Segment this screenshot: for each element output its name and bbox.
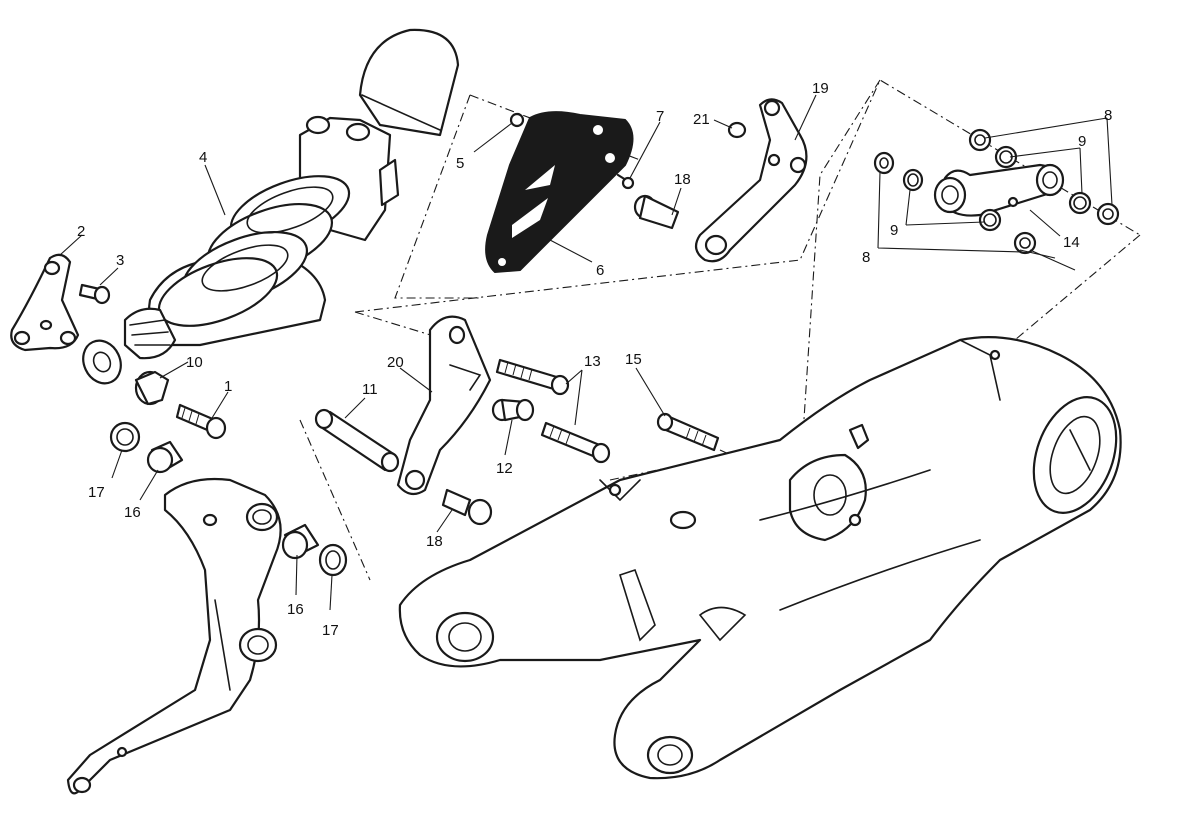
callout-8-upper: 8 xyxy=(1104,107,1112,124)
seal-9-d xyxy=(978,208,1002,232)
washer-8-upper xyxy=(968,128,992,152)
bolt-18-lower xyxy=(441,488,493,526)
callout-15: 15 xyxy=(625,351,642,368)
callout-2: 2 xyxy=(77,223,85,240)
rocker-arm xyxy=(66,477,282,795)
callout-18-upper: 18 xyxy=(674,171,691,188)
tie-rod-14 xyxy=(933,163,1065,217)
seal-9-b xyxy=(902,168,924,192)
spacer-21 xyxy=(727,121,747,139)
callout-8-lower: 8 xyxy=(862,249,870,266)
heel-guard-6 xyxy=(485,111,634,274)
link-20 xyxy=(396,315,492,496)
callout-1: 1 xyxy=(224,378,232,395)
callout-16-lower: 16 xyxy=(287,601,304,618)
seal-9-c xyxy=(1068,191,1092,215)
callout-19: 19 xyxy=(812,80,829,97)
washer-8-lower xyxy=(1013,231,1037,255)
screw-7 xyxy=(616,173,635,190)
seal-17-lower xyxy=(318,543,348,577)
callout-9-upper: 9 xyxy=(1078,133,1086,150)
upper-shock-bracket xyxy=(10,253,80,352)
bolt-13-lower xyxy=(540,421,611,464)
bushing-16-lower xyxy=(281,523,320,560)
callout-7: 7 xyxy=(656,108,664,125)
callout-13: 13 xyxy=(584,353,601,370)
callout-16-upper: 16 xyxy=(124,504,141,521)
callout-9-lower: 9 xyxy=(890,222,898,239)
bolt-3 xyxy=(78,283,111,305)
callout-17-lower: 17 xyxy=(322,622,339,639)
pin-11 xyxy=(314,408,400,473)
spacer-10 xyxy=(134,370,170,406)
callout-6: 6 xyxy=(596,262,604,279)
callout-4: 4 xyxy=(199,149,207,166)
washer-8-left xyxy=(873,151,895,175)
leader-lines xyxy=(59,94,1113,611)
bolt-13-upper xyxy=(495,358,570,396)
callout-5: 5 xyxy=(456,155,464,172)
callout-11: 11 xyxy=(362,381,378,398)
bolt-18-upper xyxy=(633,194,680,230)
callout-3: 3 xyxy=(116,252,124,269)
callout-20: 20 xyxy=(387,354,404,371)
callout-10: 10 xyxy=(186,354,203,371)
callout-labels: 4 2 3 10 1 17 16 16 17 11 20 12 13 15 18… xyxy=(77,80,1112,639)
callout-17-upper: 17 xyxy=(88,484,105,501)
seal-17-upper xyxy=(109,421,141,453)
callout-18-lower: 18 xyxy=(426,533,443,550)
bolt-15 xyxy=(656,412,720,452)
swingarm xyxy=(398,336,1122,780)
bushing-16-upper xyxy=(146,440,184,474)
callout-14: 14 xyxy=(1063,234,1080,251)
seal-9-a xyxy=(994,145,1018,169)
shock-absorber xyxy=(82,28,460,385)
link-19 xyxy=(694,98,808,263)
bolt-1 xyxy=(175,403,227,440)
washer-8-right xyxy=(1096,202,1120,226)
screw-5 xyxy=(509,112,525,128)
callout-12: 12 xyxy=(496,460,513,477)
callout-21: 21 xyxy=(693,111,710,128)
spacer-12 xyxy=(491,398,535,422)
